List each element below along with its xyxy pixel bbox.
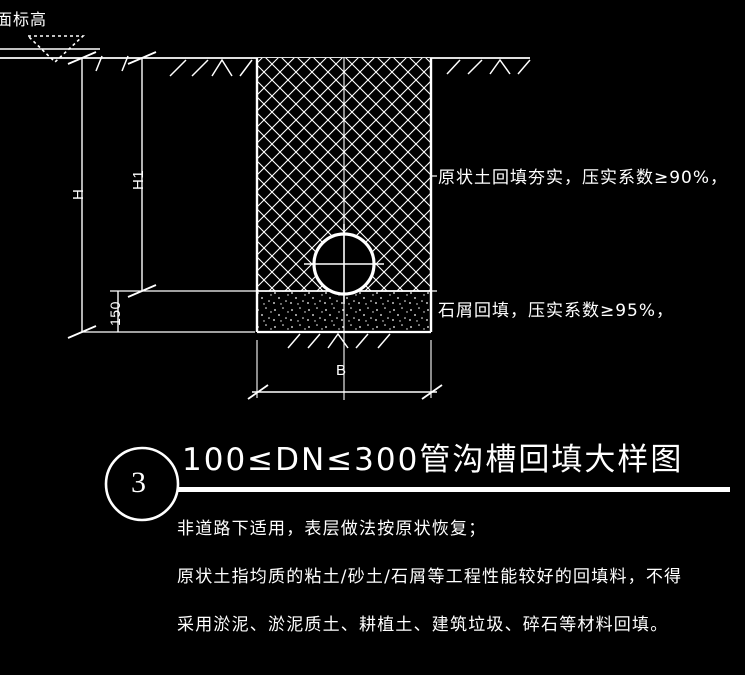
note-line-1: 非道路下适用，表层做法按原状恢复； [177,519,487,539]
elevation-label: 面标高 [0,10,48,29]
annotation-native-soil-backfill: 原状土回填夯实，压实系数≥90%， [438,168,729,188]
detail-marker-number: 3 [131,466,147,499]
trench-bottom-hatch [287,332,391,349]
dimension-label-150: 150 [107,301,123,326]
pipe-section-circle [304,224,384,304]
title-underline [178,487,730,492]
annotation-stone-chip-backfill: 石屑回填，压实系数≥95%， [438,301,675,321]
note-line-3: 采用淤泥、淤泥质土、耕植土、建筑垃圾、碎石等材料回填。 [177,615,669,635]
dimension-label-B: B [336,362,347,379]
annotation-leaders [380,175,437,292]
detail-title: 100≤DN≤300管沟槽回填大样图 [182,442,684,478]
dimension-label-H1: H1 [130,169,147,190]
elevation-symbol [0,35,100,64]
dimension-B [247,340,443,400]
detail-marker-circle [104,446,180,522]
dimension-H [67,51,255,339]
dimension-label-H: H [70,188,87,200]
note-line-2: 原状土指均质的粘土/砂土/石屑等工程性能较好的回填料，不得 [177,567,683,587]
dimension-H1 [110,51,257,298]
